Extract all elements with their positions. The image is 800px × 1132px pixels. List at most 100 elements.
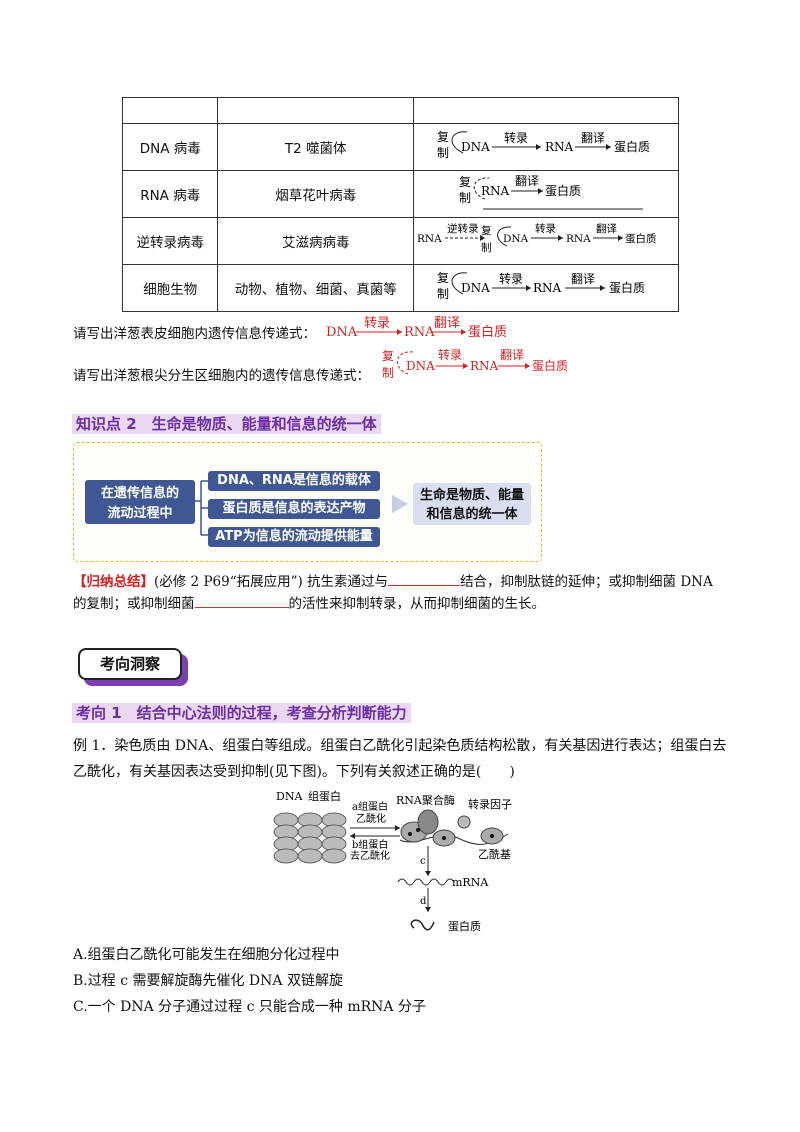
answer-1-diagram: DNA 转录 RNA 翻译 蛋白质 [326,316,507,340]
protein-label: 蛋白质 [545,183,581,198]
arrow-head-icon [536,144,541,150]
ans-translation: 翻译 [500,348,524,362]
table-header-cell [217,97,414,124]
fig-d: d [420,896,427,907]
retrovirus-flow-diagram: RNA 逆转录 复 制 DNA 转录 RNA 翻译 蛋白质 [417,222,657,254]
bracket-connector [195,480,208,536]
fig-b2: 去乙酰化 [350,849,390,862]
example-question: 例 1．染色质由 DNA、组蛋白等组成。组蛋白乙酰化引起染色质结构松散，有关基因… [73,733,733,785]
ans-translation: 翻译 [434,316,460,331]
fig-a1: a组蛋白 [352,800,388,813]
dna-virus-flow-diagram: 复 制 DNA 转录 RNA 翻译 蛋白质 [437,130,650,160]
option-b[interactable]: B.过程 c 需要解旋酶先催化 DNA 双链解旋 [73,973,343,989]
table-row: 细胞生物 动物、植物、细菌、真菌等 复 制 DNA 转录 RNA 翻译 蛋白质 [121,264,679,312]
open-chromatin-icon [399,809,509,847]
flow-diagram-cell: 复 制 DNA 转录 RNA 翻译 蛋白质 [413,264,679,312]
replication-loop-icon [473,177,490,200]
arrow-head-icon [397,329,402,335]
knowledge-left-text: 在遗传信息的流动过程中 [100,486,179,521]
arrow-head-icon [395,825,400,831]
answer-2-diagram: 复 制 DNA 转录 RNA 翻译 蛋白质 [382,347,568,380]
translation-label: 翻译 [581,131,605,145]
arrow-head-icon [606,144,611,150]
ans-rna: RNA [404,325,435,340]
question-1-prompt: 请写出洋葱表皮细胞内遗传信息传递式： [73,326,316,342]
fig-a2: 乙酰化 [356,812,386,825]
table-header-cell [121,97,219,124]
table-row: DNA 病毒 T2 噬菌体 复 制 DNA 转录 RNA 翻译 蛋白质 [121,123,679,171]
protein-label: 蛋白质 [614,139,650,154]
transcription-label: 转录 [499,271,523,286]
summary-paragraph: 【归纳总结】(必修 2 P69“拓展应用”) 抗生素通过与 结合，抑制肽链的延伸；… [73,571,733,615]
arrow-head-icon [618,235,623,241]
summary-text-4: 的活性来抑制转录，从而抑制细菌的生长。 [288,596,546,612]
replication-loop-icon [451,272,468,295]
summary-text-1: (必修 2 P69“拓展应用”) 抗生素通过与 [154,574,389,590]
reverse-transcription-label: 逆转录 [447,222,479,235]
rna-label: RNA [545,140,574,154]
flow-diagram-cell: 复 制 RNA 翻译 蛋白质 [413,170,679,218]
protein-label: 蛋白质 [625,232,657,245]
knowledge-diagram-box: 在遗传信息的流动过程中 DNA、RNA是信息的载体 蛋白质是信息的表达产物 AT… [73,442,542,562]
arrow-head-icon [463,363,468,369]
rna-label: RNA [566,233,591,245]
table-row: 逆转录病毒 艾滋病病毒 RNA 逆转录 复 制 DNA 转录 RNA 翻译 蛋白… [121,217,679,265]
rna-virus-flow-diagram: 复 制 RNA 翻译 蛋白质 [459,174,643,210]
fu-label: 复 [481,224,492,237]
organism-type: DNA 病毒 [121,123,219,171]
question-2-prompt: 请写出洋葱根尖分生区细胞内的遗传信息传递式： [73,368,370,384]
organism-type: RNA 病毒 [121,170,219,218]
ans-fu: 复 [382,349,394,363]
option-a[interactable]: A.组蛋白乙酰化可能发生在细胞分化过程中 [73,947,340,963]
fig-b1: b组蛋白 [352,838,388,851]
organism-example: T2 噬菌体 [217,123,414,171]
summary-text-2: 结合，抑制肽链的延伸；或抑制细菌 DNA [460,574,713,590]
rna-label: RNA [481,184,510,198]
option-c[interactable]: C.一个 DNA 分子通过过程 c 只能合成一种 mRNA 分子 [73,999,426,1015]
zhi-label: 制 [481,241,492,254]
organism-type: 逆转录病毒 [121,217,219,265]
transcription-label: 转录 [535,222,556,235]
arrow-head-icon [461,329,466,335]
protein-icon [410,919,435,931]
replication-loop-icon [451,131,468,154]
question-1: 请写出洋葱表皮细胞内遗传信息传递式： [73,322,316,342]
knowledge-right-text: 生命是物质、能量和信息的统一体 [419,488,524,522]
knowledge-item-1: DNA、RNA是信息的载体 [208,471,380,491]
ans-zhi: 制 [382,366,394,380]
arrow-head-icon [525,363,530,369]
summary-tag: 【归纳总结】 [73,574,154,590]
arrow-head-icon [600,285,605,291]
arrow-head-icon [425,907,431,912]
zhi-label: 制 [459,191,471,205]
ans-transcription: 转录 [438,347,462,362]
condensed-chromatin-icon [273,812,347,864]
translation-label: 翻译 [596,222,617,235]
options-list: A.组蛋白乙酰化可能发生在细胞分化过程中 B.过程 c 需要解旋酶先催化 DNA… [73,942,733,1020]
fig-protein: 蛋白质 [448,919,481,933]
blank-1[interactable] [388,571,461,586]
table-header-cell [413,97,679,124]
fig-transcription-factor: 转录因子 [468,797,512,811]
fu-label: 复 [459,175,471,189]
arrow-head-icon [538,188,543,194]
blank-2[interactable] [194,593,289,608]
ans-rna: RNA [470,359,499,373]
ans-transcription: 转录 [364,316,390,331]
summary-text-3: 的复制；或抑制细菌 [73,596,195,612]
fig-rna-polymerase: RNA聚合酶 [396,793,455,807]
fig-histone-label: 组蛋白 [308,789,341,803]
section-badge: 考向洞察 [78,648,188,686]
translation-label: 翻译 [571,272,595,286]
fig-c: c [420,856,426,867]
example-line-2: 乙酰化，有关基因表达受到抑制(见下图)。下列有关叙述正确的是( ) [73,764,515,780]
information-flow-table: DNA 病毒 T2 噬菌体 复 制 DNA 转录 RNA 翻译 蛋白质 RNA … [121,97,679,312]
knowledge-right-box: 生命是物质、能量和信息的统一体 [413,483,531,525]
fig-dna-label: DNA [276,790,303,803]
knowledge-item-2: 蛋白质是信息的表达产物 [208,499,380,519]
arrow-head-icon [480,235,485,241]
ans-protein: 蛋白质 [532,358,568,373]
cell-flow-diagram: 复 制 DNA 转录 RNA 翻译 蛋白质 [437,271,645,301]
arrow-head-icon [558,235,563,241]
table-row: RNA 病毒 烟草花叶病毒 复 制 RNA 翻译 蛋白质 [121,170,679,218]
